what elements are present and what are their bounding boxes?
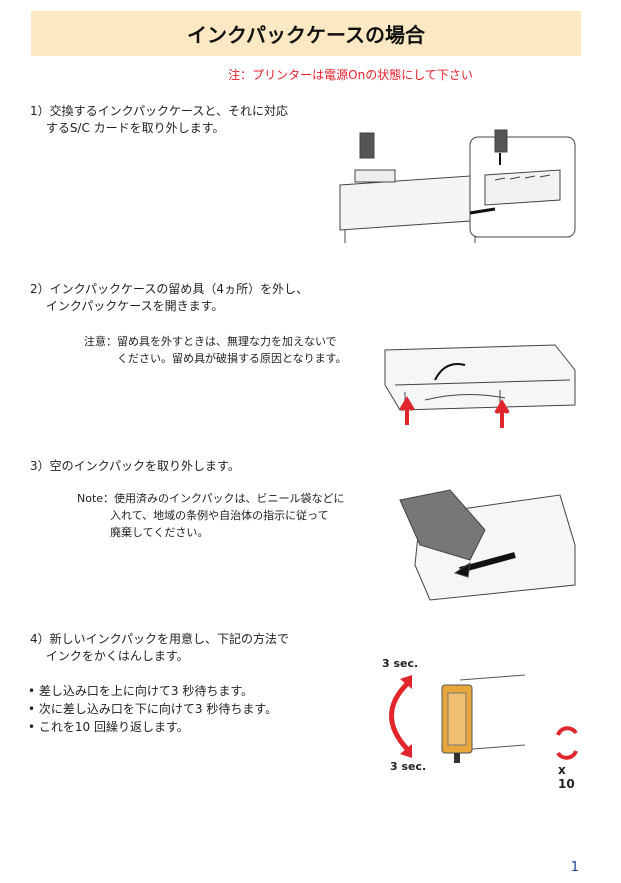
rotate-arrow-icon — [389, 681, 410, 752]
step-3-note-line-2: 入れて、地域の条例や自治体の指示に従って — [77, 509, 329, 522]
title-banner: インクパックケースの場合 — [31, 11, 581, 56]
step-1-line-1: 1）交換するインクパックケースと、それに対応 — [30, 104, 288, 118]
open-case-illustration — [384, 344, 576, 428]
step-3-note-line-3: 廃棄してください。 — [77, 526, 209, 539]
printer-illustration — [339, 129, 576, 243]
power-on-warning: 注：プリンターは電源Onの状態にして下さい — [228, 68, 473, 82]
step-1-line-2: するS/C カードを取り外します。 — [30, 121, 225, 135]
repeat-icon — [556, 726, 578, 760]
step-2-line-1: 2）インクパックケースの留め具（4ヵ所）を外し、 — [30, 282, 309, 296]
step-2-line-2: インクパックケースを開きます。 — [30, 299, 224, 313]
agitate-illustration: 3 sec. 3 sec. x 10 — [370, 655, 585, 791]
step-4-bullet-3: • これを10 回繰り返します。 — [28, 720, 189, 734]
repeat-count-label: x 10 — [558, 763, 575, 791]
top-duration-label: 3 sec. — [382, 657, 419, 670]
bottom-duration-label: 3 sec. — [390, 760, 427, 773]
step-2-caution-line-2: ください。留め具が破損する原因となります。 — [84, 352, 347, 365]
step-3-line-1: 3）空のインクパックを取り外します。 — [30, 459, 240, 473]
step-3-note-line-1: Note：使用済みのインクパックは、ビニール袋などに — [77, 492, 345, 505]
step-4-line-1: 4）新しいインクパックを用意し、下記の方法で — [30, 632, 290, 646]
page-number: 1 — [570, 860, 579, 875]
step-2-caution-line-1: 注意：留め具を外すときは、無理な力を加えないで — [84, 335, 337, 348]
step-4-bullet-2: • 次に差し込み口を下に向けて3 秒待ちます。 — [28, 702, 278, 716]
page-title: インクパックケースの場合 — [187, 23, 425, 47]
step-4-bullet-1: • 差し込み口を上に向けて3 秒待ちます。 — [28, 684, 254, 698]
remove-pack-illustration — [399, 489, 576, 601]
step-4-line-2: インクをかくはんします。 — [30, 649, 189, 663]
